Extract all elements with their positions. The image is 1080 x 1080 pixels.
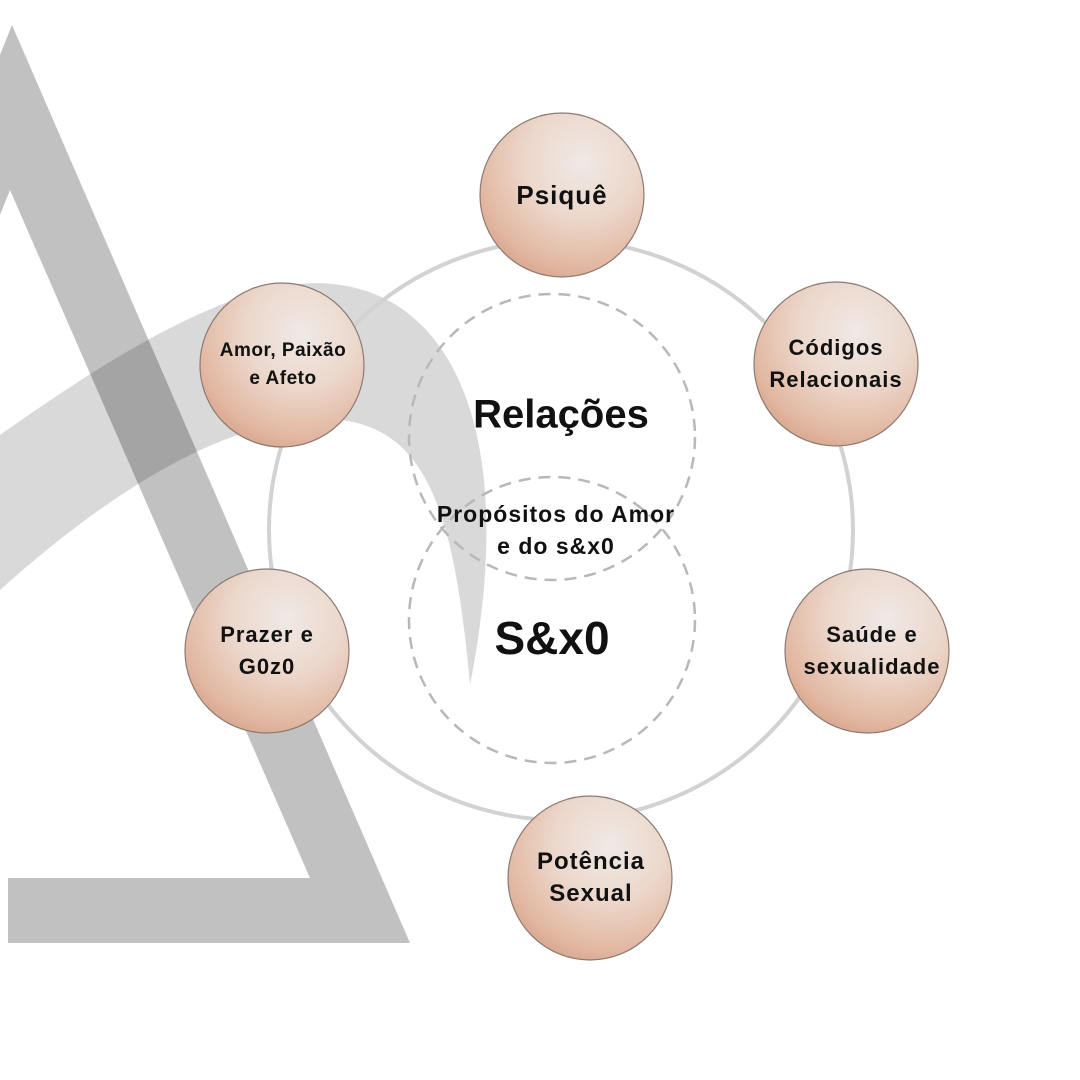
relacoes-dashed-circle (407, 292, 697, 582)
node-label-line: Amor, Paixão (219, 340, 347, 361)
node-saude-sexualidade: Saúde e sexualidade (804, 619, 941, 683)
node-label-line: Prazer e (220, 622, 314, 647)
node-label-line: Potência (536, 848, 646, 875)
sexo-dashed-circle (407, 475, 697, 765)
node-circle-codigos (753, 281, 919, 447)
node-label-line: Propósitos do Amor (436, 501, 676, 527)
node-prazer-gozo: Prazer e G0z0 (220, 619, 314, 683)
node-label-line: Saúde e (826, 622, 918, 647)
node-psique: Psiquê (516, 179, 607, 211)
node-circle-prazer (184, 568, 350, 734)
node-label-line: G0z0 (238, 654, 296, 679)
swoosh-shape (0, 283, 487, 685)
sexo-label: S&x0 (494, 612, 610, 664)
node-label-line: e Afeto (249, 368, 317, 389)
node-label-line: Sexual (549, 880, 633, 907)
node-circle-amor (199, 282, 365, 448)
node-label-line: sexualidade (803, 654, 941, 679)
node-label-line: Códigos (788, 335, 884, 360)
center-purpose-label: Propósitos do Amor e do s&x0 (437, 498, 675, 562)
node-label-line: e do s&x0 (497, 533, 615, 559)
node-amor-paixao-afeto: Amor, Paixão e Afeto (220, 337, 346, 393)
relacoes-label: Relações (473, 392, 649, 437)
node-circle-potencia (507, 795, 673, 961)
node-circle-saude (784, 568, 950, 734)
node-circle-psique (479, 112, 645, 278)
node-label-line: Psiquê (516, 180, 608, 210)
node-label-line: Relacionais (769, 367, 903, 392)
